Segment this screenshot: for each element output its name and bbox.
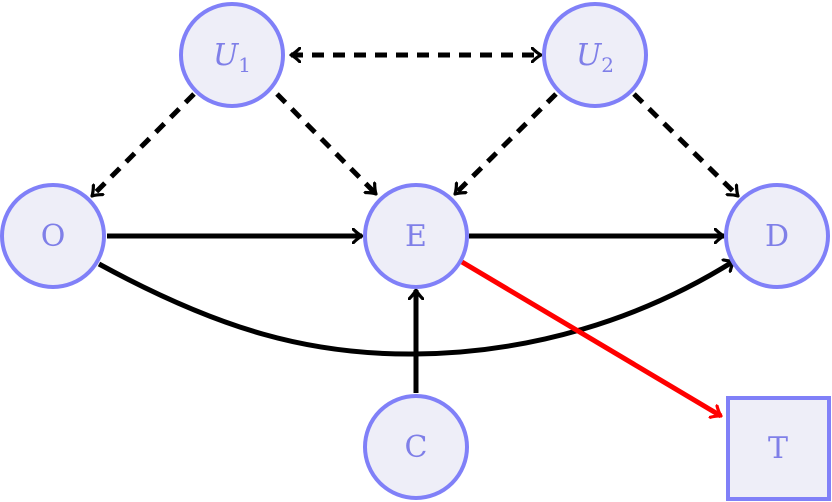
node-u2-circle <box>542 2 648 108</box>
node-u1: U1 <box>179 2 285 108</box>
edge-u2-d <box>632 92 740 198</box>
node-d-circle <box>724 183 830 289</box>
edges <box>90 55 740 416</box>
node-o: O <box>0 183 106 289</box>
node-o-circle <box>0 183 106 289</box>
node-o-label: O <box>41 219 66 254</box>
node-e-circle <box>363 183 469 289</box>
edge-u1-o <box>90 92 196 198</box>
node-u2-label: U2 <box>576 38 614 77</box>
node-e: E <box>363 183 469 289</box>
node-c: C <box>363 394 469 500</box>
edge-u2-e <box>453 92 558 196</box>
node-t: T <box>726 396 831 501</box>
node-c-circle <box>363 394 469 500</box>
node-d: D <box>724 183 830 289</box>
edge-e-t <box>460 259 721 416</box>
node-t-label: T <box>768 431 788 466</box>
node-d-label: D <box>765 219 789 254</box>
node-u1-circle <box>179 2 285 108</box>
node-u2: U2 <box>542 2 648 108</box>
node-c-label: C <box>405 430 428 465</box>
edge-u1-e <box>275 92 378 196</box>
node-u1-label: U1 <box>213 38 251 77</box>
node-e-label: E <box>405 219 427 254</box>
node-t-box <box>726 396 831 501</box>
